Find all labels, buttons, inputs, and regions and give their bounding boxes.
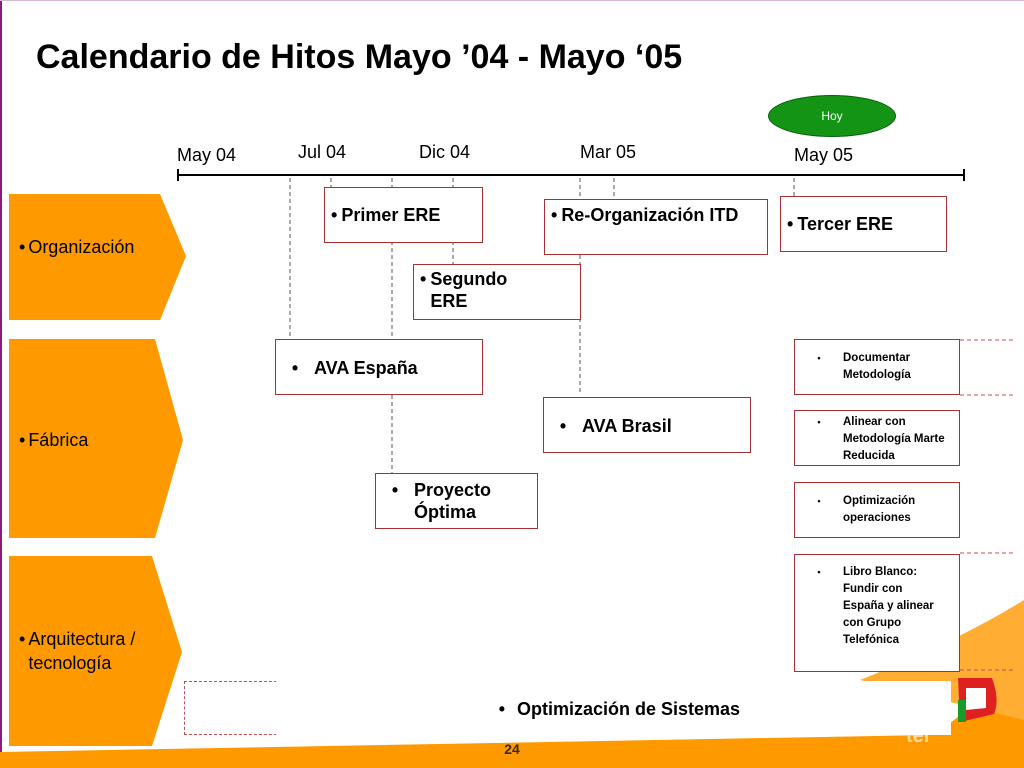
milestone-label: AVA Brasil xyxy=(582,416,672,436)
slide-left-border xyxy=(0,0,2,768)
milestone-label: Primer ERE xyxy=(341,205,441,225)
category-label: Fábrica xyxy=(28,430,89,450)
category-arrow-organizacion xyxy=(9,194,186,320)
telefonica-logo-icon xyxy=(958,678,997,722)
category-organizacion: •Organización xyxy=(19,237,135,257)
category-label: Arquitectura / tecnología xyxy=(28,629,136,673)
milestone-label: Tercer ERE xyxy=(797,214,894,234)
task-label: Documentar Metodología xyxy=(843,352,911,381)
month-label: May 04 xyxy=(177,145,237,165)
task-label: Alinear con Metodología Marte Reducida xyxy=(843,416,945,462)
task-documentar-metodologia: •Documentar Metodología xyxy=(794,339,960,395)
task-alinear-metodologia: •Alinear con Metodología Marte Reducida xyxy=(794,410,960,466)
month-label: Dic 04 xyxy=(419,142,471,162)
milestone-ava-brasil: •AVA Brasil xyxy=(543,397,751,453)
category-arrow-fabrica xyxy=(9,339,183,538)
category-arquitectura: •Arquitectura / tecnología xyxy=(19,627,159,675)
task-label: Optimización operaciones xyxy=(843,495,916,524)
page-title: Calendario de Hitos Mayo ’04 - Mayo ‘05 xyxy=(36,38,683,76)
bottom-orange-swoosh xyxy=(0,600,1024,768)
milestone-label: Optimización de Sistemas xyxy=(516,699,741,719)
category-label: Organización xyxy=(28,237,135,257)
category-arrow-arquitectura xyxy=(9,556,182,746)
slide-top-border xyxy=(0,0,1024,1)
task-libro-blanco: •Libro Blanco: Fundir con España y aline… xyxy=(794,554,960,672)
task-optimizacion-operaciones: •Optimización operaciones xyxy=(794,482,960,538)
category-fabrica: •Fábrica xyxy=(19,430,89,450)
milestone-label: Proyecto Óptima xyxy=(414,480,492,522)
today-badge: Hoy xyxy=(768,95,896,137)
page-number: 24 xyxy=(504,741,520,757)
month-label: Mar 05 xyxy=(580,142,637,162)
milestone-reorganizacion-itd: •Re-Organización ITD xyxy=(544,199,768,255)
milestone-optimizacion-sistemas: •Optimización de Sistemas xyxy=(276,681,951,735)
month-label: May 05 xyxy=(794,145,854,165)
milestone-tercer-ere: •Tercer ERE xyxy=(780,196,947,252)
milestone-label: Segundo ERE xyxy=(430,269,508,311)
today-badge-label: Hoy xyxy=(821,109,843,123)
milestone-label: Re-Organización ITD xyxy=(561,205,739,225)
milestone-primer-ere: •Primer ERE xyxy=(324,187,483,243)
milestone-ava-espana: •AVA España xyxy=(275,339,483,395)
milestone-segundo-ere: •Segundo ERE xyxy=(413,264,581,320)
milestone-label: AVA España xyxy=(314,358,418,378)
milestone-proyecto-optima: •Proyecto Óptima xyxy=(375,473,538,529)
month-label: Jul 04 xyxy=(298,142,347,162)
task-label: Libro Blanco: Fundir con España y alinea… xyxy=(843,566,934,646)
